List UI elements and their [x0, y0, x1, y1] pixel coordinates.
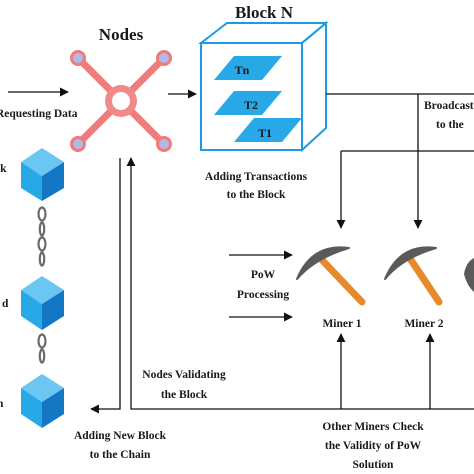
transaction-label-tn: Tn	[235, 63, 250, 77]
nodes-validating-label-1: Nodes Validating	[142, 369, 226, 381]
adding-transactions-label-2: to the Block	[227, 189, 286, 201]
adding-transactions-label-1: Adding Transactions	[205, 171, 308, 183]
transaction-slab-tn	[214, 56, 282, 80]
nodes-title: Nodes	[99, 25, 144, 44]
pickaxe-icon-miner-1	[296, 246, 366, 306]
block-title: Block N	[235, 3, 294, 22]
chain-block-label-top: ck	[0, 163, 7, 175]
chain-block-bottom	[21, 374, 64, 428]
miner-label-2: Miner 2	[404, 318, 443, 330]
pow-label-1: PoW	[251, 269, 276, 281]
requesting-data-label: Requesting Data	[0, 108, 78, 120]
nodes-validating-label-2: the Block	[161, 389, 208, 401]
nodes-icon	[70, 50, 172, 152]
transaction-slab-t2	[214, 91, 282, 115]
chain-links-upper	[37, 206, 47, 267]
chain-block-label-bottom: n	[0, 398, 4, 410]
validation-return-line	[126, 157, 474, 410]
miner-label-1: Miner 1	[322, 318, 361, 330]
broadcast-to-the-label: to the	[436, 119, 464, 131]
other-miners-label-2: the Validity of PoW	[325, 440, 422, 452]
pickaxe-icon-partial	[464, 258, 474, 292]
pow-label-2: Processing	[237, 289, 289, 301]
transaction-label-t1: T1	[258, 126, 272, 140]
chain-links-lower	[37, 333, 47, 364]
adding-new-block-label-1: Adding New Block	[74, 430, 167, 442]
other-miners-label-3: Solution	[353, 459, 395, 471]
transaction-slab-t1	[234, 118, 302, 142]
chain-block-label-middle: d	[2, 298, 9, 310]
transaction-label-t2: T2	[244, 98, 258, 112]
block-n-cube	[198, 20, 329, 153]
transaction-slabs	[214, 56, 302, 142]
adding-new-block-label-2: to the Chain	[90, 449, 151, 461]
pickaxe-icon-miner-2	[384, 246, 443, 306]
other-miners-label-1: Other Miners Check	[322, 421, 424, 433]
chain-block-top	[21, 148, 64, 201]
add-block-line	[90, 158, 121, 414]
chain-block-middle	[21, 276, 64, 330]
broadcast-label: Broadcast	[424, 100, 474, 112]
